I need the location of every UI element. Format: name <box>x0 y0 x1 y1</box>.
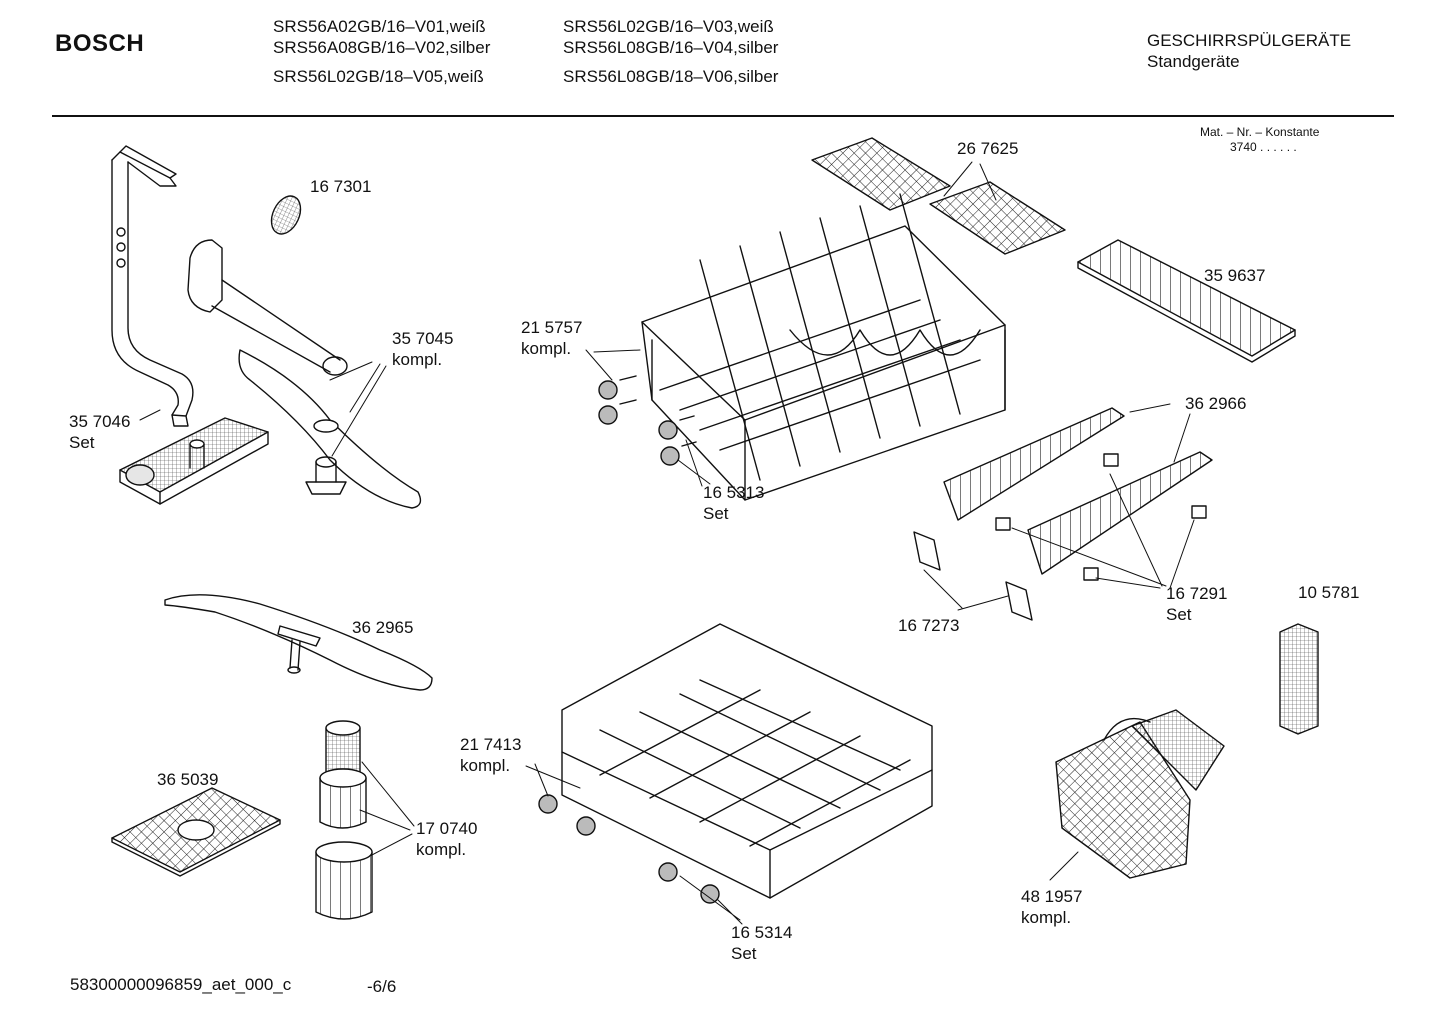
clips-drawing <box>996 454 1206 580</box>
part-label-36-2965: 36 2965 <box>352 618 414 637</box>
model-line: SRS56A08GB/16–V02,silber <box>273 38 491 57</box>
model-line: SRS56A02GB/16–V01,weiß <box>273 17 486 36</box>
model-line: SRS56L02GB/16–V03,weiß <box>563 17 774 36</box>
model-line: SRS56L08GB/18–V06,silber <box>563 67 779 86</box>
nozzle-drawing <box>266 191 306 238</box>
cup-shelves-drawing <box>812 138 1065 254</box>
supply-pipe-drawing <box>112 146 193 426</box>
part-label-16-7273: 16 7273 <box>898 616 960 635</box>
material-note-line2: 3740 . . . . . . <box>1230 140 1297 154</box>
part-label-16-7301: 16 7301 <box>310 177 372 196</box>
part-label-36-2966: 36 2966 <box>1185 394 1247 413</box>
tine-rows-drawing <box>944 408 1212 574</box>
upper-basket-drawing <box>642 194 1005 500</box>
category-line: GESCHIRRSPÜLGERÄTE <box>1147 31 1352 50</box>
filter-base-drawing <box>120 418 268 504</box>
material-note-line1: Mat. – Nr. – Konstante <box>1200 125 1320 139</box>
document-id: 58300000096859_aet_000_c <box>70 975 292 994</box>
lower-rollers-drawing <box>539 795 719 903</box>
cutlery-basket-drawing <box>1056 710 1224 878</box>
model-line: SRS56L08GB/16–V04,silber <box>563 38 779 57</box>
model-line: SRS56L02GB/18–V05,weiß <box>273 67 484 86</box>
page-number: -6/6 <box>367 977 397 996</box>
material-note: Mat. – Nr. – Konstante 3740 . . . . . . <box>1200 125 1319 155</box>
brand-logo: BOSCH <box>55 30 145 57</box>
part-label-36-5039: 36 5039 <box>157 770 219 789</box>
cutlery-tray-drawing <box>1078 240 1295 362</box>
cutlery-tube-drawing <box>1280 624 1318 734</box>
leader-lines <box>140 162 1194 924</box>
flat-filter-drawing <box>112 788 280 876</box>
category-title: GESCHIRRSPÜLGERÄTE Standgeräte <box>1147 30 1351 72</box>
part-label-26-7625: 26 7625 <box>957 139 1019 158</box>
part-label-10-5781: 10 5781 <box>1298 583 1360 602</box>
upper-spray-pipe-drawing <box>188 240 420 508</box>
upper-rollers-drawing <box>599 376 696 465</box>
lower-spray-arm-drawing <box>165 595 432 690</box>
part-label-35-9637: 35 9637 <box>1204 266 1266 285</box>
lower-basket-drawing <box>562 624 932 898</box>
holders-drawing <box>914 532 1032 620</box>
microfilter-drawing <box>316 721 372 919</box>
header-divider <box>52 115 1394 117</box>
subcategory-line: Standgeräte <box>1147 52 1240 71</box>
